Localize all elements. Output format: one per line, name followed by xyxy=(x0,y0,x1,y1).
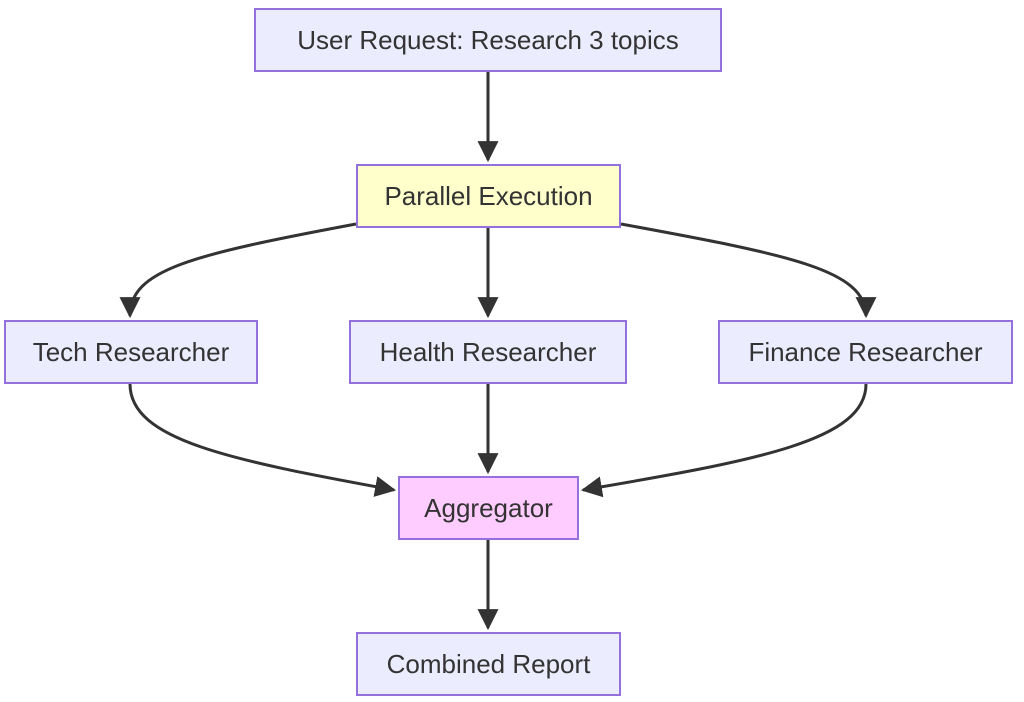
node-user-request: User Request: Research 3 topics xyxy=(254,8,722,72)
edge-tech-to-aggregator xyxy=(128,383,397,497)
node-aggregator: Aggregator xyxy=(398,476,579,540)
node-health-researcher: Health Researcher xyxy=(349,320,627,384)
node-aggregator-label: Aggregator xyxy=(424,492,553,523)
node-finance-researcher: Finance Researcher xyxy=(718,320,1013,384)
edge-parallel-to-finance xyxy=(620,222,877,319)
node-tech-researcher-label: Tech Researcher xyxy=(32,336,230,367)
node-finance-researcher-label: Finance Researcher xyxy=(748,336,983,367)
node-user-request-label: User Request: Research 3 topics xyxy=(297,24,679,55)
node-combined-report-label: Combined Report xyxy=(386,648,591,679)
node-health-researcher-label: Health Researcher xyxy=(379,336,597,367)
edge-finance-to-aggregator xyxy=(580,383,868,498)
node-combined-report: Combined Report xyxy=(356,632,621,696)
node-tech-researcher: Tech Researcher xyxy=(4,320,258,384)
edge-parallel-to-tech xyxy=(119,222,357,319)
node-parallel-execution: Parallel Execution xyxy=(356,164,621,228)
node-parallel-execution-label: Parallel Execution xyxy=(384,180,593,211)
